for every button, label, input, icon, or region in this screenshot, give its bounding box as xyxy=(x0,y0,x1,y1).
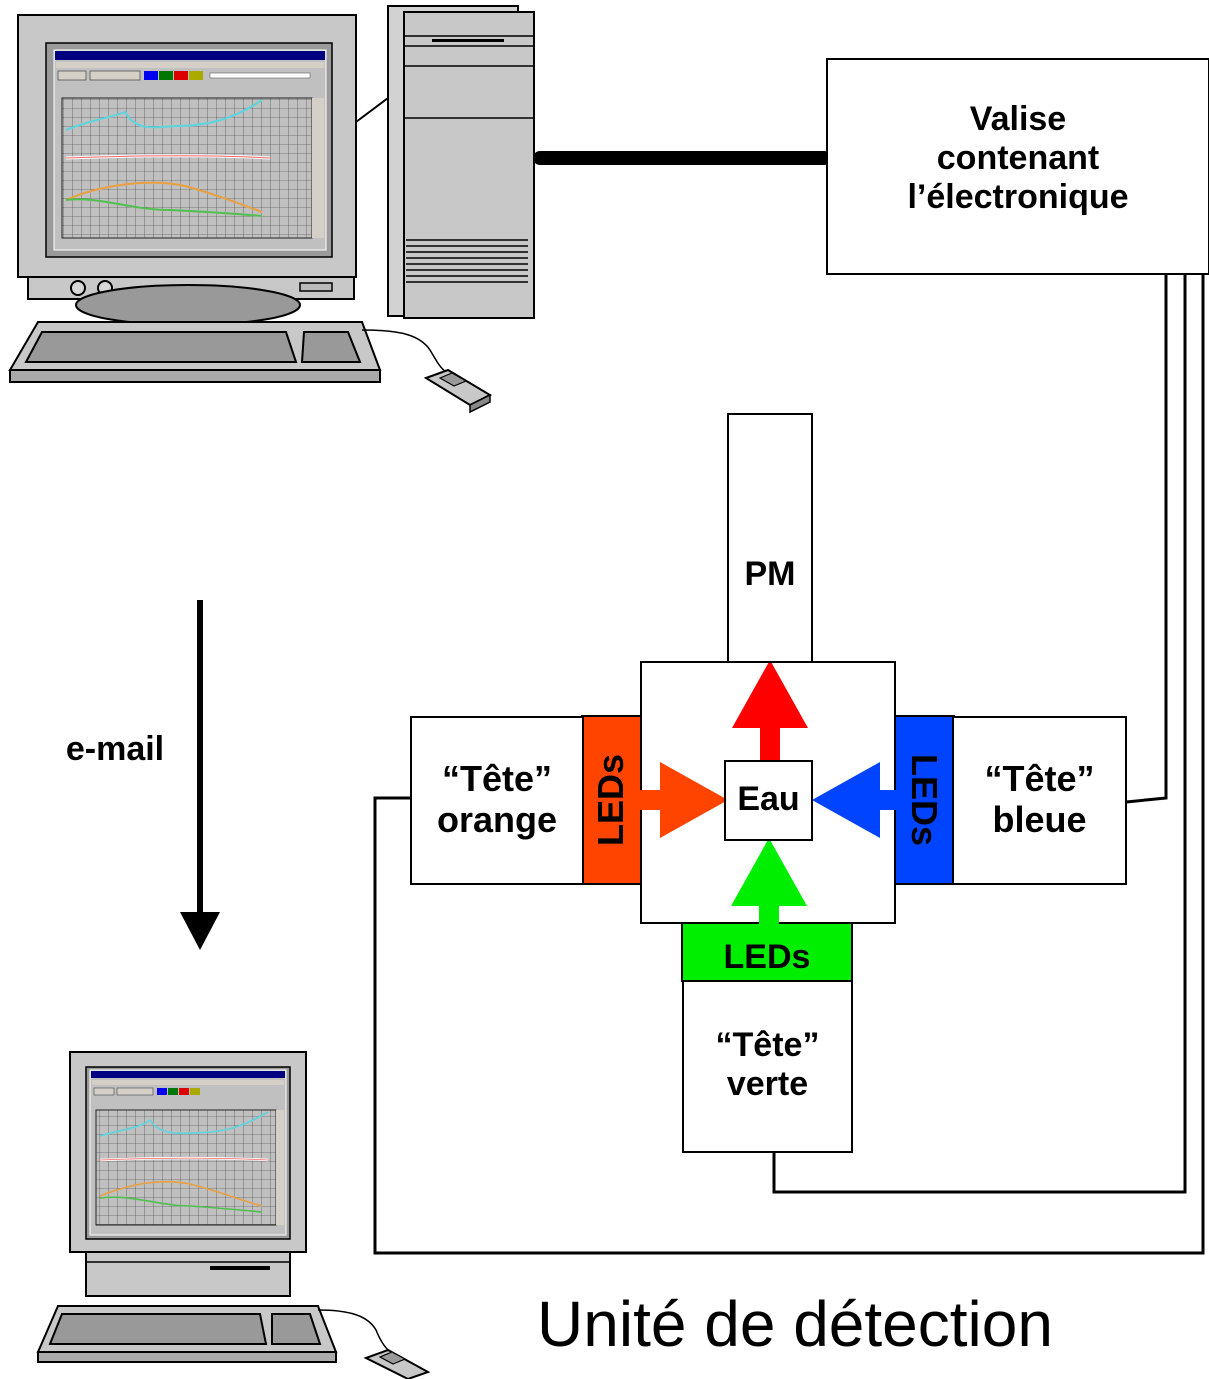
electronics-case-box xyxy=(826,58,1209,275)
head-blue-line1: “Tête” xyxy=(984,758,1095,799)
water-label: Eau xyxy=(737,780,800,818)
head-blue-box xyxy=(952,716,1127,885)
pm-box xyxy=(727,413,813,663)
caption: Unité de détection xyxy=(537,1288,1053,1360)
pm-label: PM xyxy=(744,555,796,593)
tower-icon xyxy=(387,5,535,319)
head-blue-label: “Tête” bleue xyxy=(952,758,1127,841)
leds-green-strip xyxy=(681,922,853,982)
head-green-box xyxy=(682,980,853,1153)
computer-icon xyxy=(17,14,393,326)
electronics-case-label: Valise contenant l’électronique xyxy=(826,100,1209,217)
arrow-red xyxy=(732,660,808,770)
electronics-case-line3: l’électronique xyxy=(907,178,1129,217)
arrow-green xyxy=(731,838,807,932)
leds-blue-label: LEDs xyxy=(904,753,945,847)
head-orange-line1: “Tête” xyxy=(441,758,553,799)
email-arrow xyxy=(180,600,220,950)
water-box xyxy=(724,760,813,841)
mouse-icon xyxy=(361,329,493,414)
electronics-case-line1: Valise xyxy=(969,100,1067,138)
leds-orange-label: LEDs xyxy=(590,753,631,847)
head-green-line1: “Tête” xyxy=(715,1026,820,1064)
leds-green-label: LEDs xyxy=(723,938,811,976)
laptop-computer-icon xyxy=(36,1051,431,1379)
arrow-orange xyxy=(632,762,728,838)
electronics-case-line2: contenant xyxy=(936,139,1100,178)
wires xyxy=(373,274,1205,1255)
head-orange-label: “Tête” orange xyxy=(410,758,584,841)
keyboard-icon xyxy=(8,321,382,383)
head-blue-line2: bleue xyxy=(992,799,1087,841)
email-label: e-mail xyxy=(65,730,165,768)
head-orange-box xyxy=(410,716,584,885)
head-green-label: “Tête” verte xyxy=(682,1026,853,1104)
head-orange-line2: orange xyxy=(436,799,558,841)
head-green-line2: verte xyxy=(726,1065,809,1104)
arrow-blue xyxy=(812,762,905,838)
